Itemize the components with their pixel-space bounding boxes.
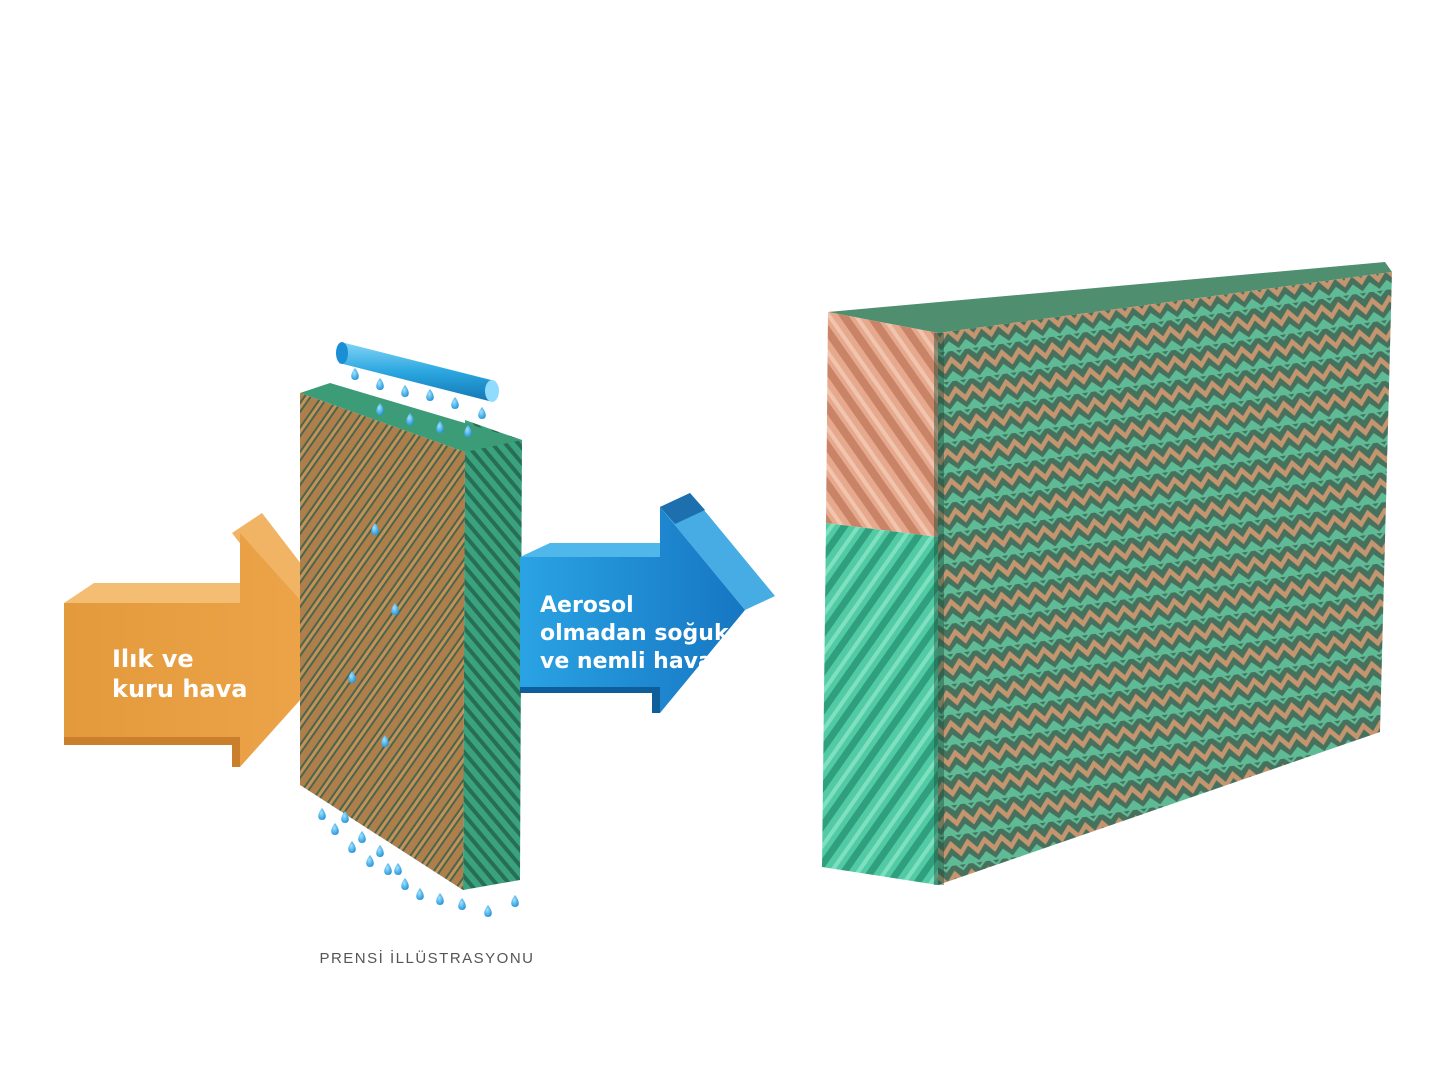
water-drop bbox=[358, 831, 366, 843]
illustration-caption: PRENSİ İLLÜSTRASYONU bbox=[319, 949, 534, 967]
cool-humid-air-arrow: Aerosol olmadan soğuk ve nemli hava bbox=[520, 493, 775, 713]
water-drop bbox=[401, 878, 409, 890]
water-drop bbox=[436, 421, 444, 433]
water-drop bbox=[381, 735, 389, 747]
water-droplets bbox=[318, 368, 519, 917]
water-drop bbox=[478, 407, 486, 419]
cooling-pad-product bbox=[822, 262, 1392, 885]
water-drop bbox=[348, 671, 356, 683]
water-drop bbox=[391, 603, 399, 615]
cooling-pad-illustration bbox=[300, 383, 522, 890]
water-drop bbox=[366, 855, 374, 867]
water-drop bbox=[511, 895, 519, 907]
water-drop bbox=[436, 893, 444, 905]
water-drop bbox=[371, 523, 379, 535]
water-drop bbox=[464, 425, 472, 437]
input-arrow-label: Ilık ve kuru hava bbox=[112, 645, 247, 703]
water-drop bbox=[401, 385, 409, 397]
water-drop bbox=[451, 397, 459, 409]
water-drop bbox=[348, 841, 356, 853]
water-drop bbox=[458, 898, 466, 910]
water-distribution-pipe bbox=[336, 342, 499, 402]
water-drop bbox=[416, 888, 424, 900]
output-arrow-label: Aerosol olmadan soğuk ve nemli hava bbox=[540, 593, 736, 674]
water-drop bbox=[376, 845, 384, 857]
water-drop bbox=[426, 389, 434, 401]
water-drop bbox=[341, 811, 349, 823]
water-drop bbox=[376, 403, 384, 415]
water-drop bbox=[384, 863, 392, 875]
water-drop bbox=[318, 808, 326, 820]
water-drop bbox=[394, 863, 402, 875]
water-drop bbox=[406, 413, 414, 425]
water-drop bbox=[376, 378, 384, 390]
water-drop bbox=[331, 823, 339, 835]
water-drop bbox=[351, 368, 359, 380]
water-drop bbox=[484, 905, 492, 917]
